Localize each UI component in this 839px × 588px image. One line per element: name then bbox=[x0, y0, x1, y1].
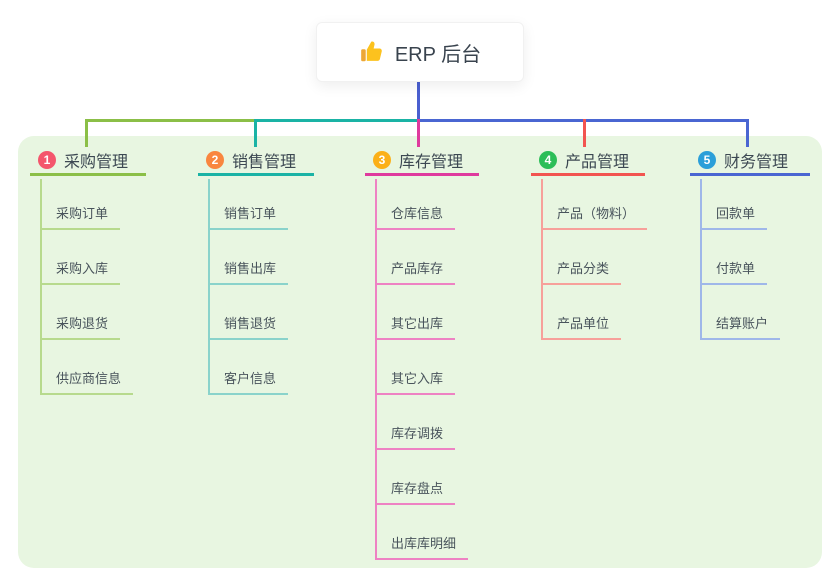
branch-number-badge: 2 bbox=[206, 150, 224, 169]
node-purchase-order[interactable]: 采购订单 bbox=[40, 205, 121, 230]
node-supplier-info[interactable]: 供应商信息 bbox=[40, 370, 134, 395]
branch-label: 产品管理 bbox=[565, 153, 630, 171]
node-warehouse-info[interactable]: 仓库信息 bbox=[375, 205, 456, 230]
connector-branch4-spine bbox=[541, 179, 543, 340]
connector-branch5-drop bbox=[746, 119, 749, 147]
node-sales-order[interactable]: 销售订单 bbox=[208, 205, 289, 230]
node-purchase-inbound[interactable]: 采购入库 bbox=[40, 260, 121, 285]
branch-label: 销售管理 bbox=[232, 153, 297, 171]
node-purchase-return[interactable]: 采购退货 bbox=[40, 315, 121, 340]
connector-branch5-spine bbox=[700, 179, 702, 340]
node-product-material[interactable]: 产品（物料） bbox=[541, 205, 648, 230]
connector-root-drop bbox=[417, 82, 420, 120]
node-product-stock[interactable]: 产品库存 bbox=[375, 260, 456, 285]
connector-branch1-drop bbox=[85, 119, 88, 147]
connector-branch2-spine bbox=[208, 179, 210, 395]
branch-number-badge: 4 bbox=[539, 150, 557, 169]
root-node[interactable]: ERP 后台 bbox=[316, 22, 524, 82]
branch-header-purchase-management[interactable]: 1 采购管理 bbox=[30, 146, 146, 176]
connector-branch1-horizontal bbox=[85, 119, 256, 122]
branch-number-badge: 3 bbox=[373, 150, 391, 169]
node-settlement-account[interactable]: 结算账户 bbox=[700, 315, 781, 340]
branch-header-sales-management[interactable]: 2 销售管理 bbox=[198, 146, 314, 176]
node-product-category[interactable]: 产品分类 bbox=[541, 260, 622, 285]
connector-branch4-drop bbox=[583, 119, 586, 147]
node-product-unit[interactable]: 产品单位 bbox=[541, 315, 622, 340]
node-other-outbound[interactable]: 其它出库 bbox=[375, 315, 456, 340]
connector-branch2-drop bbox=[254, 119, 257, 147]
branch-label: 库存管理 bbox=[399, 153, 464, 171]
node-payment-received[interactable]: 回款单 bbox=[700, 205, 768, 230]
node-sales-outbound[interactable]: 销售出库 bbox=[208, 260, 289, 285]
connector-branch2-horizontal bbox=[256, 119, 419, 122]
node-customer-info[interactable]: 客户信息 bbox=[208, 370, 289, 395]
node-outbound-detail[interactable]: 出库库明细 bbox=[375, 535, 469, 560]
node-stock-count[interactable]: 库存盘点 bbox=[375, 480, 456, 505]
branch-label: 采购管理 bbox=[64, 153, 129, 171]
branch-header-finance-management[interactable]: 5 财务管理 bbox=[690, 146, 810, 176]
connector-branch3-drop bbox=[417, 119, 420, 147]
connector-branch1-spine bbox=[40, 179, 42, 395]
background-panel bbox=[18, 136, 822, 568]
branch-header-inventory-management[interactable]: 3 库存管理 bbox=[365, 146, 479, 176]
branch-label: 财务管理 bbox=[724, 153, 789, 171]
thumbs-up-icon bbox=[359, 39, 385, 65]
branch-header-product-management[interactable]: 4 产品管理 bbox=[531, 146, 645, 176]
node-sales-return[interactable]: 销售退货 bbox=[208, 315, 289, 340]
branch-number-badge: 5 bbox=[698, 150, 716, 169]
branch-number-badge: 1 bbox=[38, 150, 56, 169]
node-stock-transfer[interactable]: 库存调拨 bbox=[375, 425, 456, 450]
connector-branch3-spine bbox=[375, 179, 377, 560]
root-label: ERP 后台 bbox=[394, 43, 482, 66]
node-other-inbound[interactable]: 其它入库 bbox=[375, 370, 456, 395]
node-payment-made[interactable]: 付款单 bbox=[700, 260, 768, 285]
